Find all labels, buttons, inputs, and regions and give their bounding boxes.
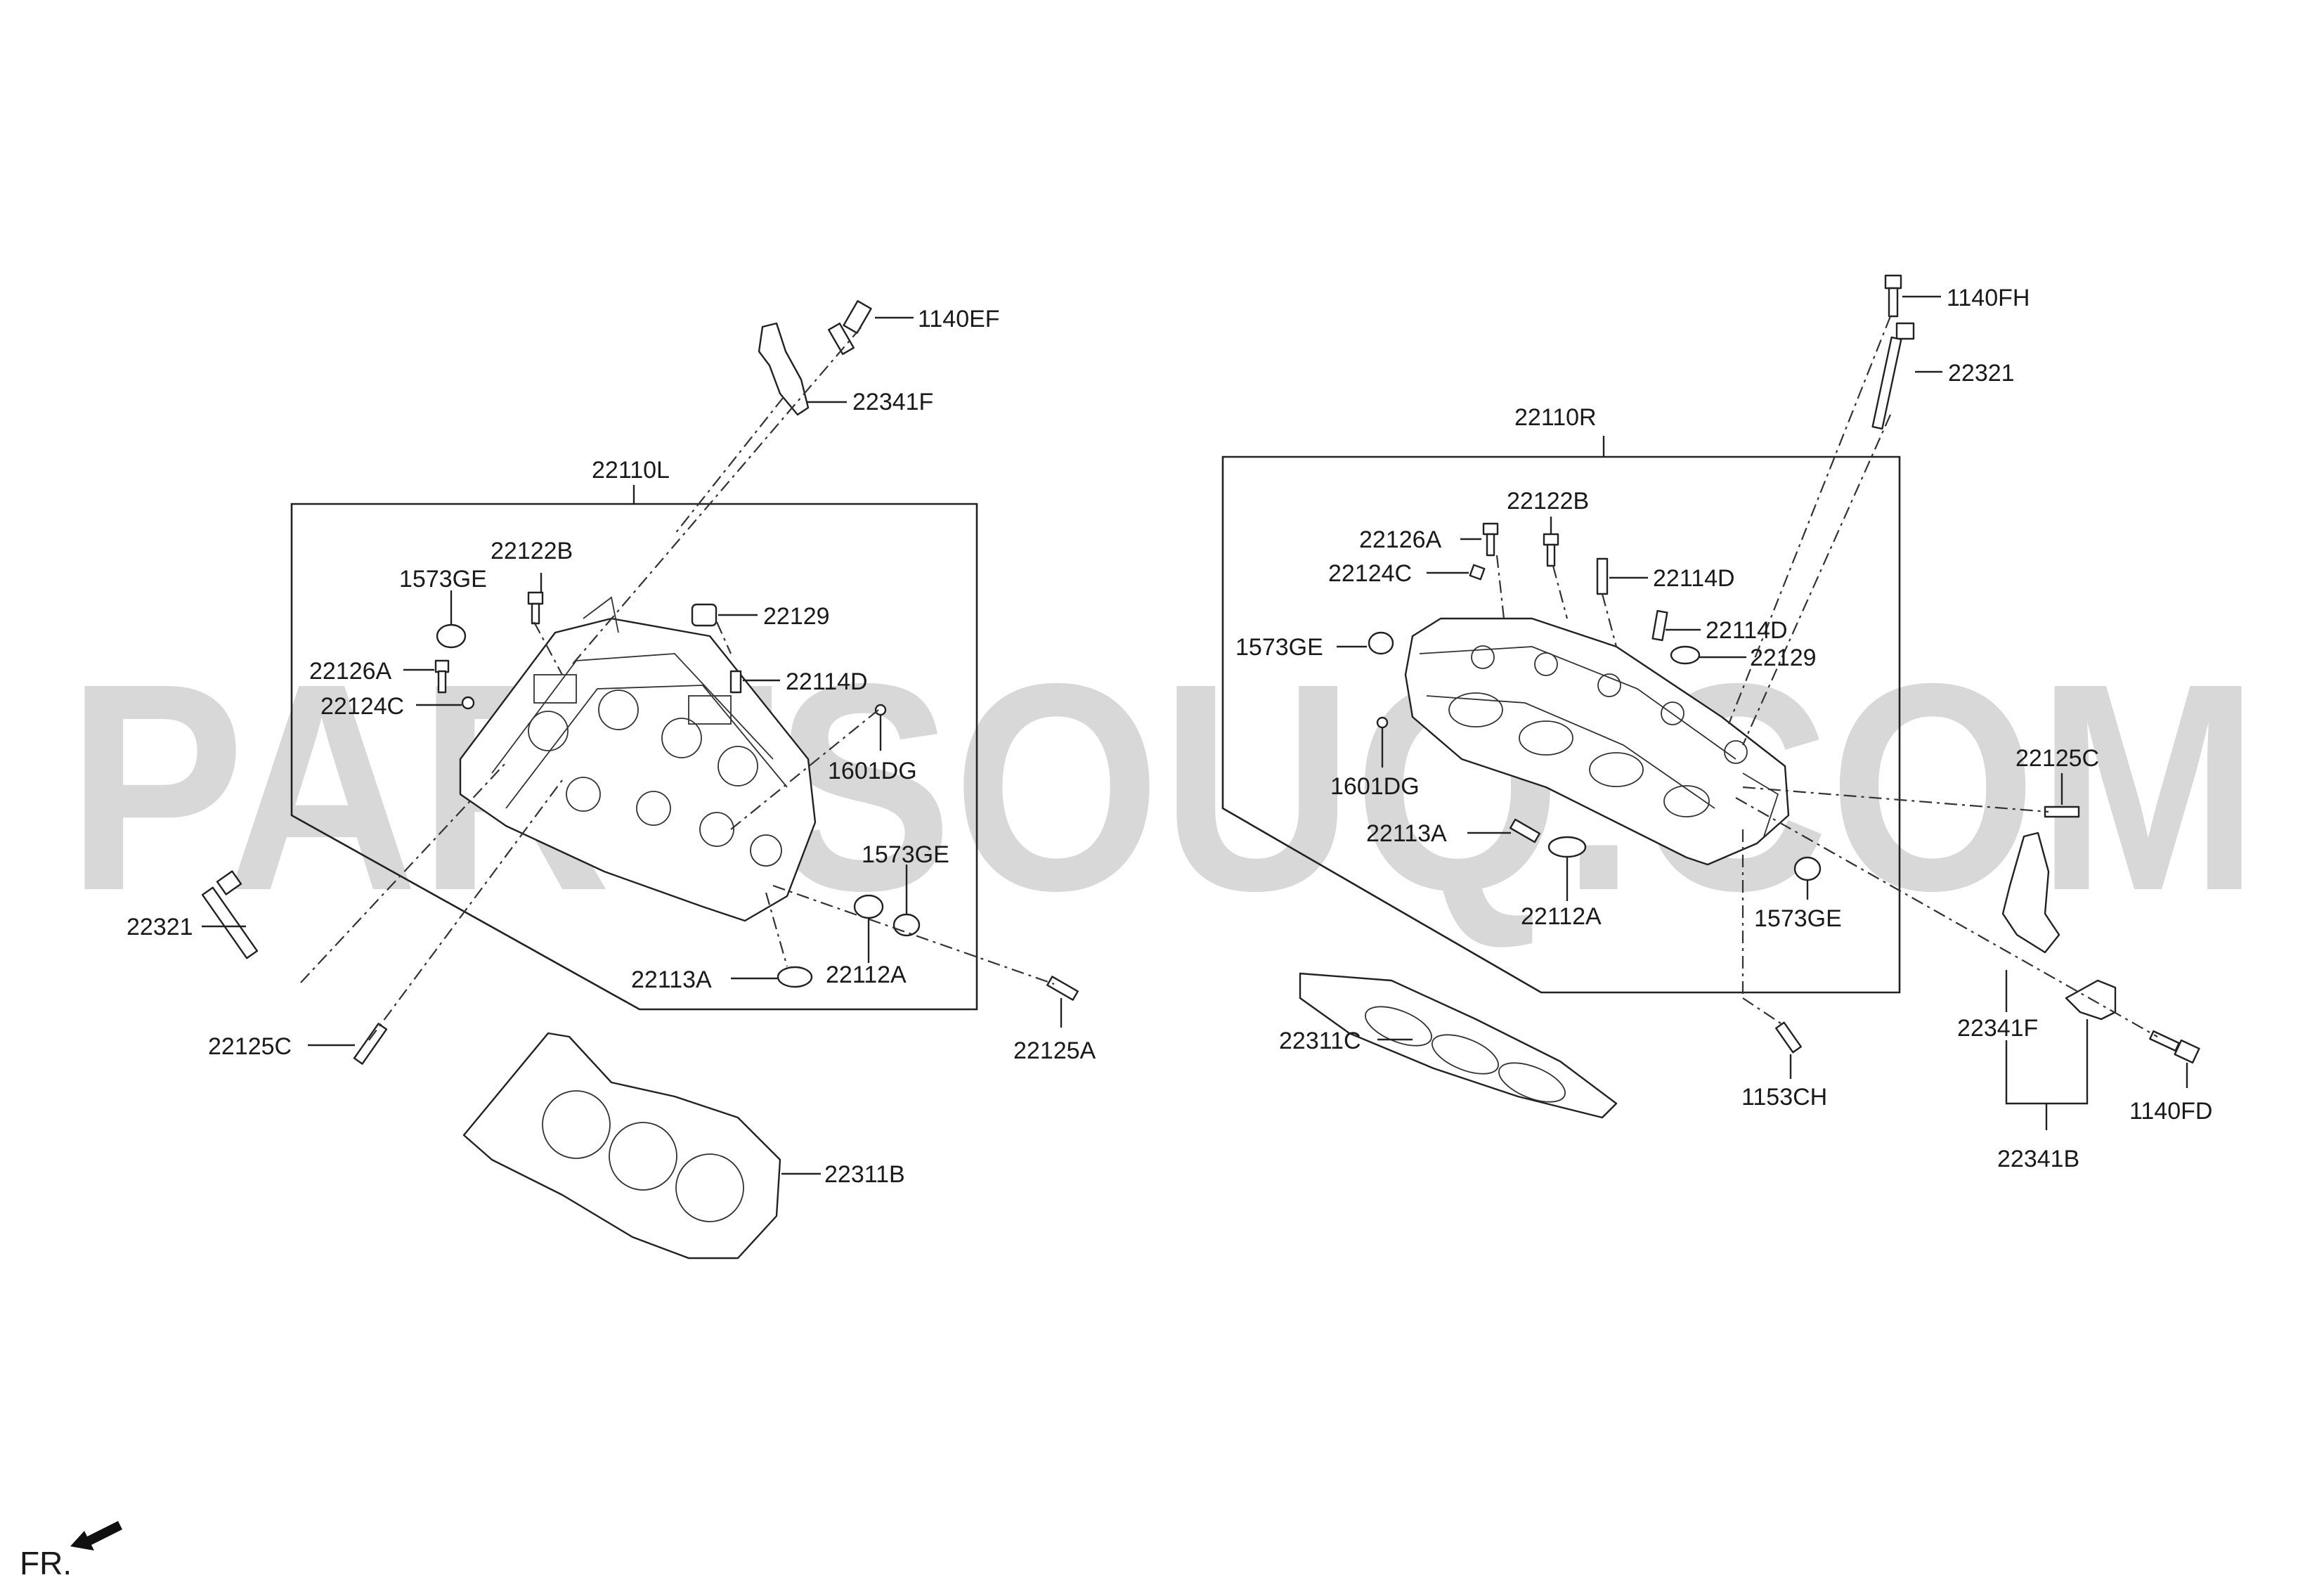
left-plug-1601dg <box>874 704 887 716</box>
callout-1573ge-bottom: 1573GE <box>862 841 949 868</box>
callout-22122b-right: 22122B <box>1507 488 1589 515</box>
callout-22321-left: 22321 <box>126 914 193 940</box>
callout-22114d-top: 22114D <box>1653 565 1735 592</box>
right-group-box <box>1221 455 1901 994</box>
right-pin-22114d-mid <box>1651 609 1668 642</box>
left-stud-22125a <box>1046 976 1079 1001</box>
callout-22112a-right: 22112A <box>1521 903 1602 930</box>
callout-22113a-right: 22113A <box>1366 820 1447 847</box>
left-bolt-22122b <box>527 591 544 625</box>
callout-22126a-right: 22126A <box>1359 526 1442 553</box>
left-plug-1573ge-bottom <box>892 913 921 937</box>
left-head-gasket <box>462 1032 781 1260</box>
left-plug-1573ge-top <box>436 623 467 649</box>
callout-22341f-right: 22341F <box>1957 1015 2038 1042</box>
callout-22110r: 22110R <box>1514 404 1597 431</box>
right-bolt-22122b <box>1543 533 1559 567</box>
left-seal-22112a <box>853 894 884 919</box>
left-stud-22125c <box>353 1023 388 1065</box>
callout-1601dg-right: 1601DG <box>1330 773 1420 800</box>
callout-22110l: 22110L <box>592 457 670 484</box>
right-pin-22114d-top <box>1596 557 1609 595</box>
right-seal-22112a <box>1547 836 1587 858</box>
right-assembly: 1140FH 22321 22110R 22122B 22126A 22124C… <box>1221 274 2212 1172</box>
right-pin-22113a <box>1509 818 1541 843</box>
right-plug-22129 <box>1670 645 1701 665</box>
fr-label: FR. <box>20 1545 72 1581</box>
right-dowel-22124c <box>1469 564 1486 581</box>
left-bracket <box>758 322 810 416</box>
left-group-box <box>290 503 978 1011</box>
callout-22311b: 22311B <box>824 1161 905 1188</box>
callout-22341b: 22341B <box>1997 1146 2079 1172</box>
callout-22112a: 22112A <box>826 962 907 988</box>
callout-1140fd: 1140FD <box>2129 1098 2212 1125</box>
left-bolt-1140ef <box>828 299 872 356</box>
left-dowel-22124c <box>461 696 475 710</box>
callout-22124c: 22124C <box>320 693 404 720</box>
right-bracket-clip <box>2065 979 2117 1021</box>
right-bolt-22126a <box>1482 522 1499 557</box>
left-ring-22113a <box>777 966 813 988</box>
left-cylinder-head <box>459 596 817 922</box>
callout-22125c-left: 22125C <box>208 1033 292 1060</box>
right-stud-1153ch <box>1775 1021 1802 1054</box>
callout-22124c-right: 22124C <box>1328 560 1412 587</box>
callout-22311c: 22311C <box>1279 1028 1361 1054</box>
right-head-gasket <box>1299 972 1618 1119</box>
right-plug-1601dg <box>1376 716 1389 729</box>
callout-1573ge-bottom-right: 1573GE <box>1754 905 1842 932</box>
left-assembly: 1140EF 22341F 22110L 22122B 1573GE 22129… <box>126 299 1096 1260</box>
callout-22341f: 22341F <box>852 389 933 415</box>
callout-22114d-mid: 22114D <box>1706 617 1788 644</box>
right-stud-22125c <box>2044 805 2080 818</box>
fr-arrow-icon <box>70 1521 122 1551</box>
callout-1601dg: 1601DG <box>828 758 917 784</box>
callout-1140fh: 1140FH <box>1947 285 2030 311</box>
watermark-text: PARTSOUQ.COM <box>67 623 2259 952</box>
callout-1573ge-top-right: 1573GE <box>1235 634 1323 661</box>
callout-22122b: 22122B <box>491 538 573 564</box>
right-plug-1573ge-bottom <box>1793 856 1822 881</box>
right-bracket <box>2001 831 2060 954</box>
left-bolt-22126a <box>434 659 450 694</box>
callout-1140ef: 1140EF <box>918 306 1000 332</box>
right-plug-1573ge-top <box>1368 631 1394 655</box>
callout-22129: 22129 <box>763 603 830 630</box>
right-bolt-1140fh <box>1884 274 1902 318</box>
right-cylinder-head <box>1404 617 1790 866</box>
callout-22129-right: 22129 <box>1750 645 1817 671</box>
left-pin-22114d <box>729 670 742 694</box>
callout-1573ge-top: 1573GE <box>399 566 487 593</box>
front-direction-marker: FR. <box>20 1521 122 1581</box>
callout-22125a: 22125A <box>1013 1037 1096 1064</box>
callout-22126a: 22126A <box>309 658 392 685</box>
callout-22125c-right: 22125C <box>2015 745 2099 772</box>
callout-22113a: 22113A <box>631 966 712 993</box>
callout-1153ch: 1153CH <box>1741 1084 1827 1111</box>
callout-22321-right: 22321 <box>1948 360 2015 387</box>
callout-22114d: 22114D <box>786 668 868 695</box>
left-plug-22129 <box>691 603 718 627</box>
right-head-bolt <box>1871 322 1915 430</box>
